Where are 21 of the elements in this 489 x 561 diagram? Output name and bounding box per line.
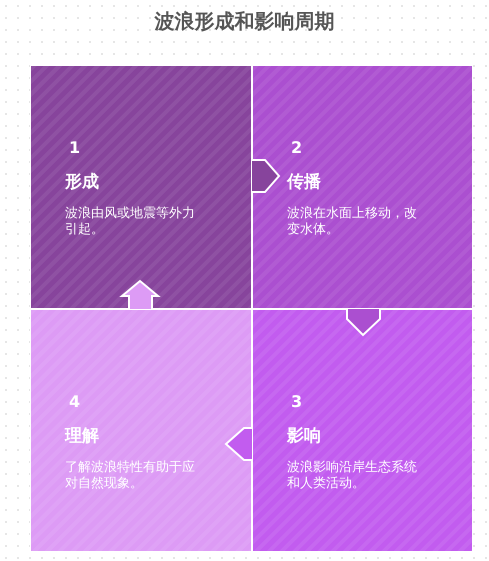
step-panel bbox=[30, 309, 252, 552]
step-title: 传播 bbox=[287, 171, 321, 194]
step-description: 波浪影响沿岸生态系统和人类活动。 bbox=[287, 460, 418, 492]
step-panel bbox=[30, 65, 252, 309]
step-description: 波浪在水面上移动，改变水体。 bbox=[287, 206, 418, 238]
step-panel bbox=[252, 65, 473, 309]
arrow bbox=[251, 159, 280, 193]
step-number: 1 bbox=[69, 138, 80, 158]
step-number: 3 bbox=[291, 392, 302, 412]
step-title: 理解 bbox=[65, 425, 99, 448]
step-title: 形成 bbox=[65, 171, 99, 194]
step-number: 2 bbox=[291, 138, 302, 158]
step-description: 波浪由风或地震等外力引起。 bbox=[65, 206, 196, 238]
diagram-title: 波浪形成和影响周期 bbox=[153, 8, 336, 35]
step-description: 了解波浪特性有助于应对自然现象。 bbox=[65, 460, 196, 492]
arrow bbox=[224, 427, 253, 461]
step-number: 4 bbox=[69, 392, 80, 412]
arrow bbox=[119, 280, 161, 310]
arrow bbox=[346, 308, 381, 336]
step-panel bbox=[252, 309, 473, 552]
step-title: 影响 bbox=[287, 425, 321, 448]
